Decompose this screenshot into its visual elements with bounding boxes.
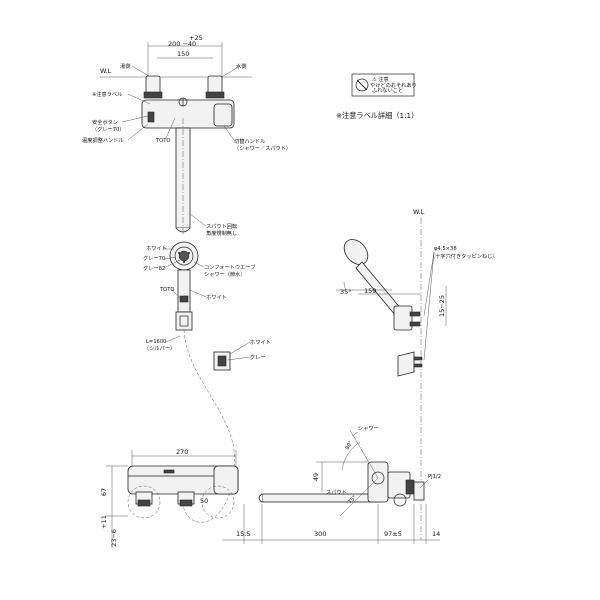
- wl-label: W.L: [100, 67, 112, 75]
- screw-spec-label: φ4.5×38: [434, 246, 457, 252]
- angle-35-label: 35°: [340, 288, 352, 296]
- dim-67: 67: [100, 488, 108, 496]
- side-wl-label: W.L: [413, 208, 425, 216]
- dim-97: 97±5: [384, 530, 402, 538]
- comfort-wave-label: コンフォートウエーブ: [204, 263, 255, 271]
- caution-label-callout: ※注意ラベル: [92, 90, 122, 98]
- caution-line3: ふれないこと: [372, 87, 403, 94]
- safety-button-label: 安全ボタン: [92, 118, 118, 126]
- dim-plus25: +25: [189, 34, 203, 42]
- switch-handle-sub: （シャワー／スパウト）: [234, 144, 291, 152]
- dim-23-6: 23−6: [110, 529, 118, 547]
- spout-label: スパウト: [326, 488, 347, 496]
- dim-49: 49: [312, 473, 320, 481]
- dim-15-5: 15.5: [236, 530, 250, 538]
- hose-color-label: （シルバー）: [144, 345, 175, 352]
- dim-plus11: +11: [100, 515, 108, 529]
- head-gray82-label: グレー82: [143, 264, 165, 272]
- dim-50: 50: [200, 497, 208, 505]
- holder-gray-label: グレー: [250, 353, 266, 361]
- head-white-label: ホワイト: [146, 245, 167, 252]
- angle-75-label: 75°: [347, 494, 358, 505]
- switch-handle-label: 切替ハンドル: [234, 137, 265, 145]
- dim-200-40: 200 −40: [168, 40, 196, 48]
- cold-side-label: 水側: [236, 62, 246, 70]
- angle-80-label: 80°: [345, 440, 355, 451]
- safety-button-color: （グレー70）: [92, 125, 125, 133]
- screw-spec-sub: （十字穴付きタッピンねじ）: [430, 252, 497, 260]
- dim-300: 300: [314, 530, 326, 538]
- dim-15-25: 15−25: [438, 295, 446, 317]
- spout-rotation-label: スパウト回転: [206, 222, 237, 230]
- head-gray70-label: グレー70: [143, 254, 165, 262]
- caution-label-detail: ⚠ 注意 やけどのおそれあり ふれないこと ※注意ラベル詳細（1:1）: [336, 73, 418, 120]
- pj-label: PJ1/2: [428, 474, 441, 480]
- spout-rotation-sub: 角度規制無し: [206, 229, 237, 237]
- holder-view: ホワイト グレー: [213, 339, 271, 371]
- top-view: +25 200 −40 150 W.L 湯側 水側 ※注意ラベル 安全ボタン （…: [82, 34, 291, 237]
- toto-logo-label: TOTO: [155, 138, 171, 144]
- caution-line2: やけどのおそれあり: [370, 81, 417, 89]
- caution-line1: ⚠ 注意: [372, 75, 389, 83]
- handle-toto-label: TOTO: [159, 287, 175, 293]
- dim-14: 14: [432, 530, 440, 538]
- shower-label: シャワー: [358, 425, 379, 432]
- comfort-wave-sub: シャワー（節水）: [204, 270, 246, 278]
- temp-handle-label: 温度調整ハンドル: [82, 136, 124, 144]
- front-view: 270 50 67 +11 23−6 49: [100, 425, 441, 548]
- shower-head-view: ホワイト グレー70 グレー82 コンフォートウエーブ シャワー（節水） TOT…: [143, 241, 255, 523]
- dim-270: 270: [176, 448, 188, 456]
- handle-white-label: ホワイト: [206, 294, 227, 301]
- dim-150: 150: [177, 50, 189, 58]
- dim-159: 159: [364, 287, 376, 295]
- hot-side-label: 湯側: [120, 62, 130, 70]
- holder-white-label: ホワイト: [250, 339, 271, 346]
- hose-length-label: L=1600: [146, 339, 166, 345]
- caution-label-title: ※注意ラベル詳細（1:1）: [336, 111, 418, 120]
